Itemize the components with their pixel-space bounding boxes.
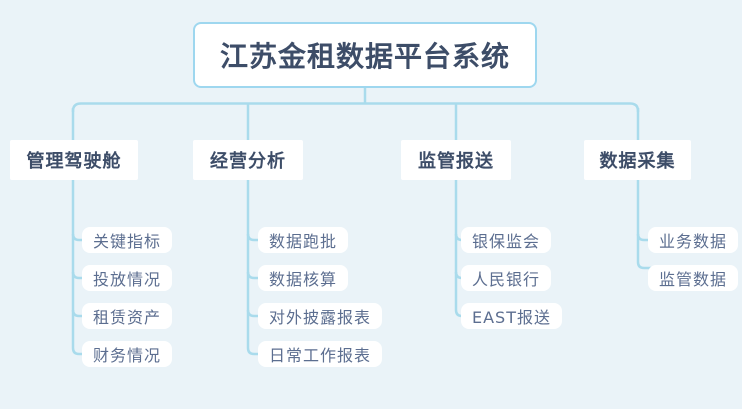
leaf-node[interactable]: 对外披露报表	[258, 303, 383, 329]
leaf-node[interactable]: 监管数据	[648, 265, 739, 291]
leaf-node[interactable]: 数据核算	[258, 265, 349, 291]
leaf-node[interactable]: 人民银行	[461, 265, 552, 291]
branch-node-business-analysis[interactable]: 经营分析	[193, 140, 303, 180]
leaf-node[interactable]: 投放情况	[82, 265, 173, 291]
leaf-node[interactable]: 业务数据	[648, 227, 739, 253]
branch-node-regulatory-reporting[interactable]: 监管报送	[401, 140, 511, 180]
leaf-node[interactable]: 银保监会	[461, 227, 552, 253]
leaf-node[interactable]: 关键指标	[82, 227, 173, 253]
leaf-node[interactable]: 租赁资产	[82, 303, 173, 329]
leaf-node[interactable]: EAST报送	[461, 303, 562, 329]
branch-node-management-cockpit[interactable]: 管理驾驶舱	[10, 140, 138, 180]
leaf-node[interactable]: 日常工作报表	[258, 341, 383, 367]
leaf-node[interactable]: 数据跑批	[258, 227, 349, 253]
leaf-node[interactable]: 财务情况	[82, 341, 173, 367]
branch-node-data-collection[interactable]: 数据采集	[584, 140, 691, 180]
root-node-title[interactable]: 江苏金租数据平台系统	[193, 22, 537, 88]
